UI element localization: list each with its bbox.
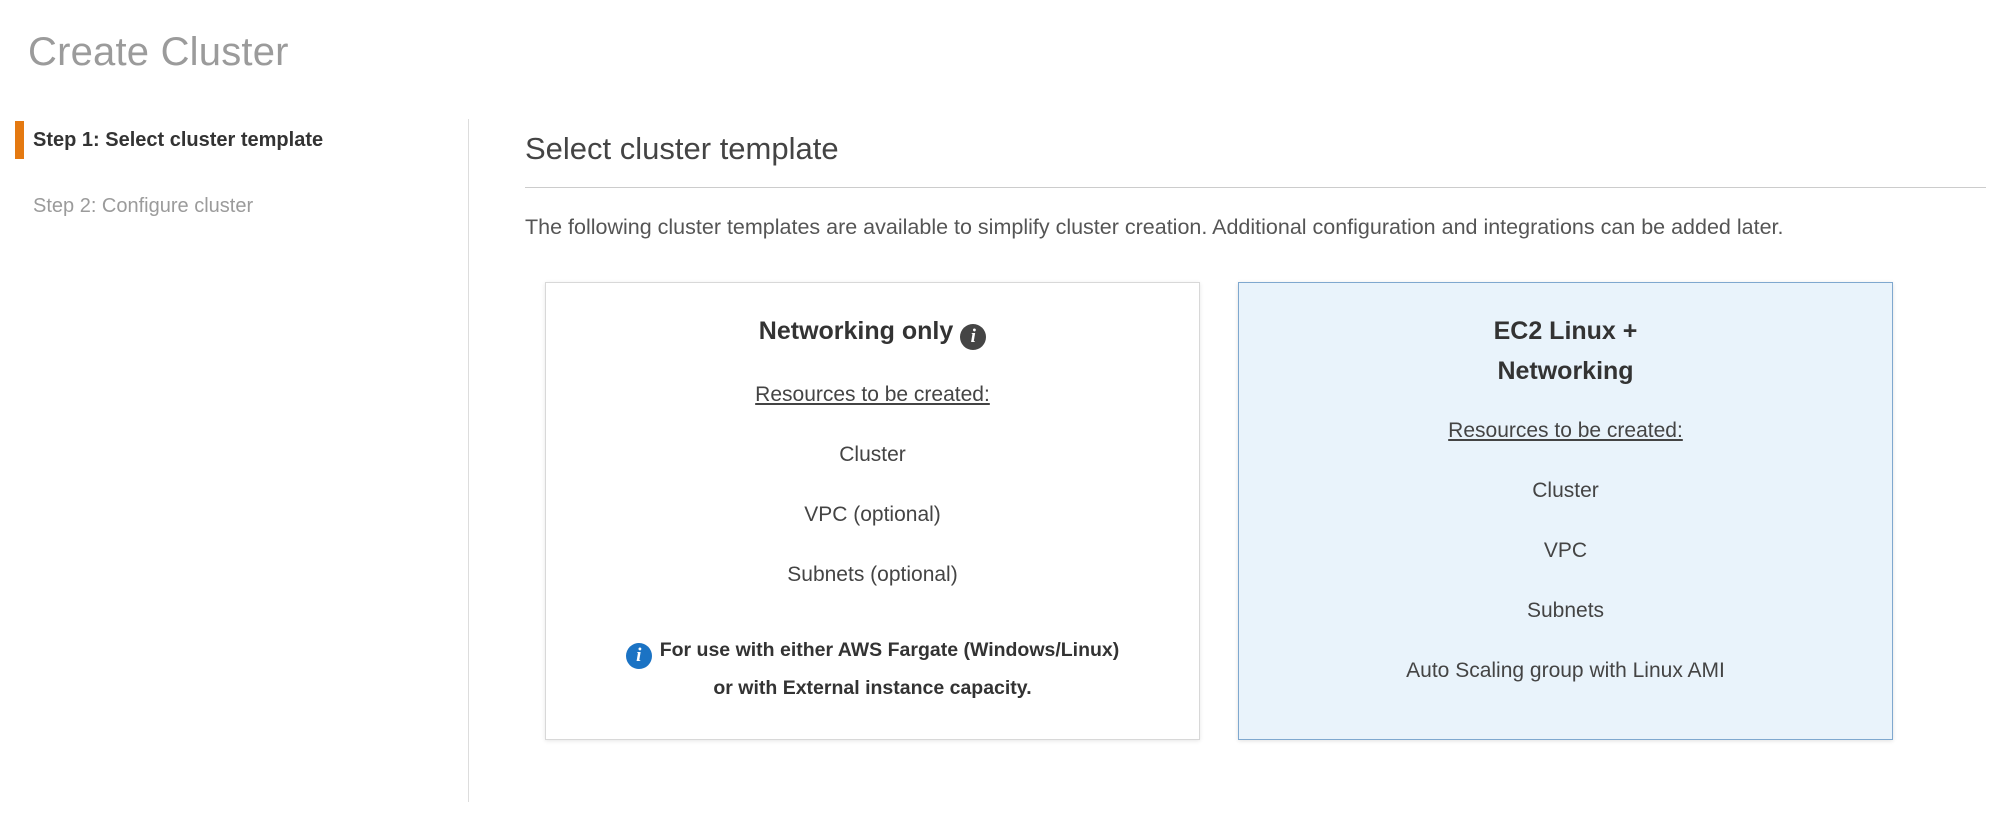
step-item-2[interactable]: Step 2: Configure cluster <box>15 187 468 225</box>
resource-item: Subnets (optional) <box>787 563 958 586</box>
step-2-label: Step 2: Configure cluster <box>33 195 254 217</box>
info-icon-blue: i <box>625 643 652 669</box>
template-card-networking-only[interactable]: Networking only i Resources to be create… <box>545 282 1200 740</box>
card-title: EC2 Linux + Networking <box>1239 311 1892 391</box>
step-nav: Step 1: Select cluster template Step 2: … <box>0 119 468 802</box>
info-icon[interactable]: i <box>960 324 987 350</box>
card-footnote-line-1: i For use with either AWS Fargate (Window… <box>546 631 1199 669</box>
section-description: The following cluster templates are avai… <box>525 215 1784 239</box>
card-footnote: i For use with either AWS Fargate (Window… <box>546 631 1199 707</box>
step-1-label: Step 1: Select cluster template <box>33 129 324 151</box>
card-footnote-text-1: For use with either AWS Fargate (Windows… <box>659 639 1120 661</box>
page-title: Create Cluster <box>28 30 289 74</box>
resources-label: Resources to be created: <box>1448 419 1683 442</box>
template-card-ec2-linux-networking[interactable]: EC2 Linux + Networking Resources to be c… <box>1238 282 1893 740</box>
section-divider <box>525 187 1986 188</box>
wizard-layout: Step 1: Select cluster template Step 2: … <box>0 119 1999 802</box>
resource-item: VPC <box>1543 539 1588 562</box>
card-title-text: Networking only <box>758 317 954 345</box>
resources-label: Resources to be created: <box>755 383 990 406</box>
card-title: Networking only i <box>546 311 1199 351</box>
resource-item: Cluster <box>839 443 906 466</box>
card-title-line-2: Networking <box>1497 357 1634 385</box>
content-panel: Select cluster template The following cl… <box>468 119 1999 802</box>
step-item-1[interactable]: Step 1: Select cluster template <box>15 121 468 159</box>
resource-item: Auto Scaling group with Linux AMI <box>1406 659 1725 682</box>
card-title-line-1: EC2 Linux + <box>1493 317 1638 345</box>
card-footnote-line-2: or with External instance capacity. <box>713 677 1032 699</box>
resource-item: VPC (optional) <box>804 503 941 526</box>
template-cards: Networking only i Resources to be create… <box>545 282 1986 740</box>
resource-item: Cluster <box>1532 479 1599 502</box>
resource-item: Subnets <box>1526 599 1605 622</box>
section-heading: Select cluster template <box>525 131 839 166</box>
